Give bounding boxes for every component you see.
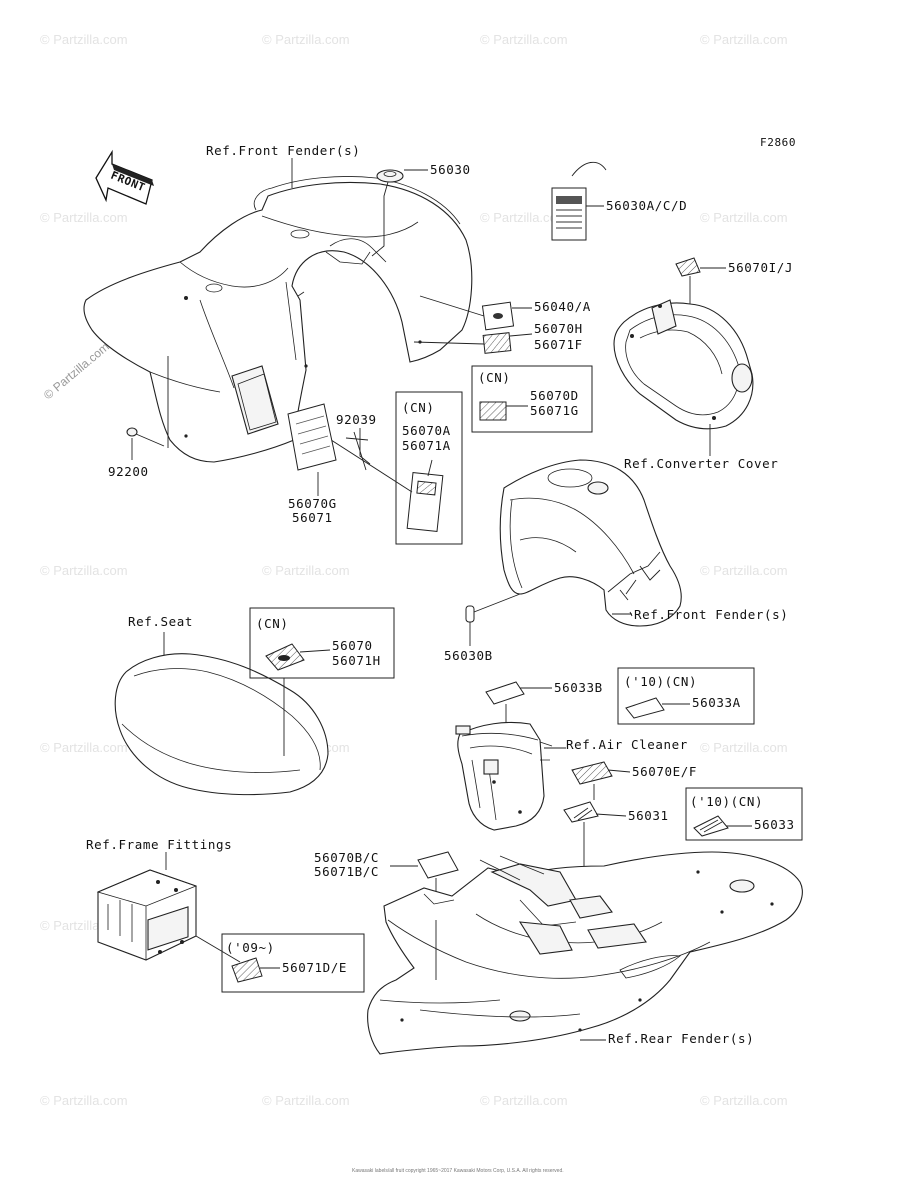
label-56071: 56071 — [292, 510, 333, 525]
label-ref-rear-fender: Ref.Rear Fender(s) — [608, 1031, 754, 1046]
label-cn1: (CN) — [478, 370, 511, 385]
label-56071de: 56071D/E — [282, 960, 347, 975]
label-y10cn1: ('10)(CN) — [624, 674, 697, 689]
washer-92200-part — [126, 356, 169, 460]
decal-56071de-part — [231, 957, 263, 983]
label-56070h: 56070H — [534, 321, 583, 336]
watermark: © Partzilla.com — [480, 32, 568, 47]
decal-56070ij-part — [675, 257, 726, 310]
label-ref-front-fender-top: Ref.Front Fender(s) — [206, 143, 360, 158]
label-56033b: 56033B — [554, 680, 603, 695]
watermark: © Partzilla.com — [480, 1093, 568, 1108]
watermark: © Partzilla.com — [262, 1093, 350, 1108]
rear-fender-part — [367, 851, 803, 1055]
grommet-56030-part — [371, 169, 428, 257]
label-56071g: 56071G — [530, 403, 579, 418]
cn-box-56070d — [471, 365, 593, 433]
label-y10cn2: ('10)(CN) — [690, 794, 763, 809]
watermark: © Partzilla.com — [40, 32, 128, 47]
front-arrow-icon: FRONT — [95, 149, 154, 205]
cn-box-56070a — [395, 391, 463, 545]
watermark: © Partzilla.com — [700, 740, 788, 755]
watermark: © Partzilla.com — [40, 210, 128, 225]
label-ref-front-fender-mid: Ref.Front Fender(s) — [634, 607, 788, 622]
air-cleaner-part — [455, 721, 553, 831]
label-56071f: 56071F — [534, 337, 583, 352]
decal-56070h-part — [413, 332, 533, 354]
label-56070ef: 56070E/F — [632, 764, 697, 779]
frame-fittings-part — [96, 869, 241, 963]
label-56070ij: 56070I/J — [728, 260, 793, 275]
label-56030b: 56030B — [444, 648, 493, 663]
decal-56033-part — [693, 815, 729, 837]
decal-56033a-part — [625, 697, 665, 719]
label-ref-seat: Ref.Seat — [128, 614, 193, 629]
label-56040a: 56040/A — [534, 299, 591, 314]
label-56030: 56030 — [430, 162, 471, 177]
label-56070bc: 56070B/C — [314, 850, 379, 865]
watermark: © Partzilla.com — [700, 210, 788, 225]
converter-cover-part — [613, 299, 754, 456]
decal-56070a-part — [299, 419, 444, 532]
decal-56070-part — [265, 643, 331, 671]
grommet-56030b-part — [465, 593, 521, 646]
label-92200: 92200 — [108, 464, 149, 479]
label-ref-air-cleaner: Ref.Air Cleaner — [566, 737, 688, 752]
watermark: © Partzilla.com — [700, 32, 788, 47]
clip-92039-part — [345, 428, 371, 471]
label-cn2: (CN) — [402, 400, 435, 415]
label-ref-frame-fittings: Ref.Frame Fittings — [86, 837, 232, 852]
diagram-code: F2860 — [760, 136, 796, 149]
watermark: © Partzilla.com — [700, 563, 788, 578]
watermark: © Partzilla.com — [480, 210, 568, 225]
watermark: © Partzilla.com — [262, 563, 350, 578]
hang-tag-56030acd-part — [551, 161, 607, 241]
y10-cn-box-56033 — [685, 787, 803, 841]
label-56033: 56033 — [754, 817, 795, 832]
label-cn3: (CN) — [256, 616, 289, 631]
label-56071bc: 56071B/C — [314, 864, 379, 879]
label-56033a: 56033A — [692, 695, 741, 710]
seat-part — [114, 632, 329, 796]
label-56071a: 56071A — [402, 438, 451, 453]
decal-56040a-part — [419, 295, 532, 331]
label-56030acd: 56030A/C/D — [606, 198, 687, 213]
watermark: © Partzilla.com — [700, 1093, 788, 1108]
watermark: © Partzilla.com — [262, 32, 350, 47]
label-56070d: 56070D — [530, 388, 579, 403]
front-fender-part — [83, 176, 473, 463]
label-56031: 56031 — [628, 808, 669, 823]
decal-56070g-part — [287, 403, 337, 496]
label-56070: 56070 — [332, 638, 373, 653]
watermark: © Partzilla.com — [40, 740, 128, 755]
decal-56070ef-part — [571, 761, 631, 800]
label-56070g: 56070G — [288, 496, 337, 511]
watermark: © Partzilla.com — [40, 1093, 128, 1108]
watermark-rotated: © Partzilla.com — [41, 340, 112, 403]
label-ref-converter-cover: Ref.Converter Cover — [624, 456, 778, 471]
cn-box-56070 — [249, 607, 395, 679]
label-56070a: 56070A — [402, 423, 451, 438]
front-fender-mid-part — [499, 459, 682, 627]
watermark: © Partzilla.com — [40, 563, 128, 578]
label-56071h: 56071H — [332, 653, 381, 668]
decal-56070d-part — [479, 401, 507, 421]
label-y09: ('09~) — [226, 940, 275, 955]
y09-box-56071de — [221, 933, 365, 993]
label-92039: 92039 — [336, 412, 377, 427]
y10-cn-box-56033a — [617, 667, 755, 725]
copyright-footer: Kawasaki labels/all fruit copyright 1965… — [352, 1168, 564, 1174]
